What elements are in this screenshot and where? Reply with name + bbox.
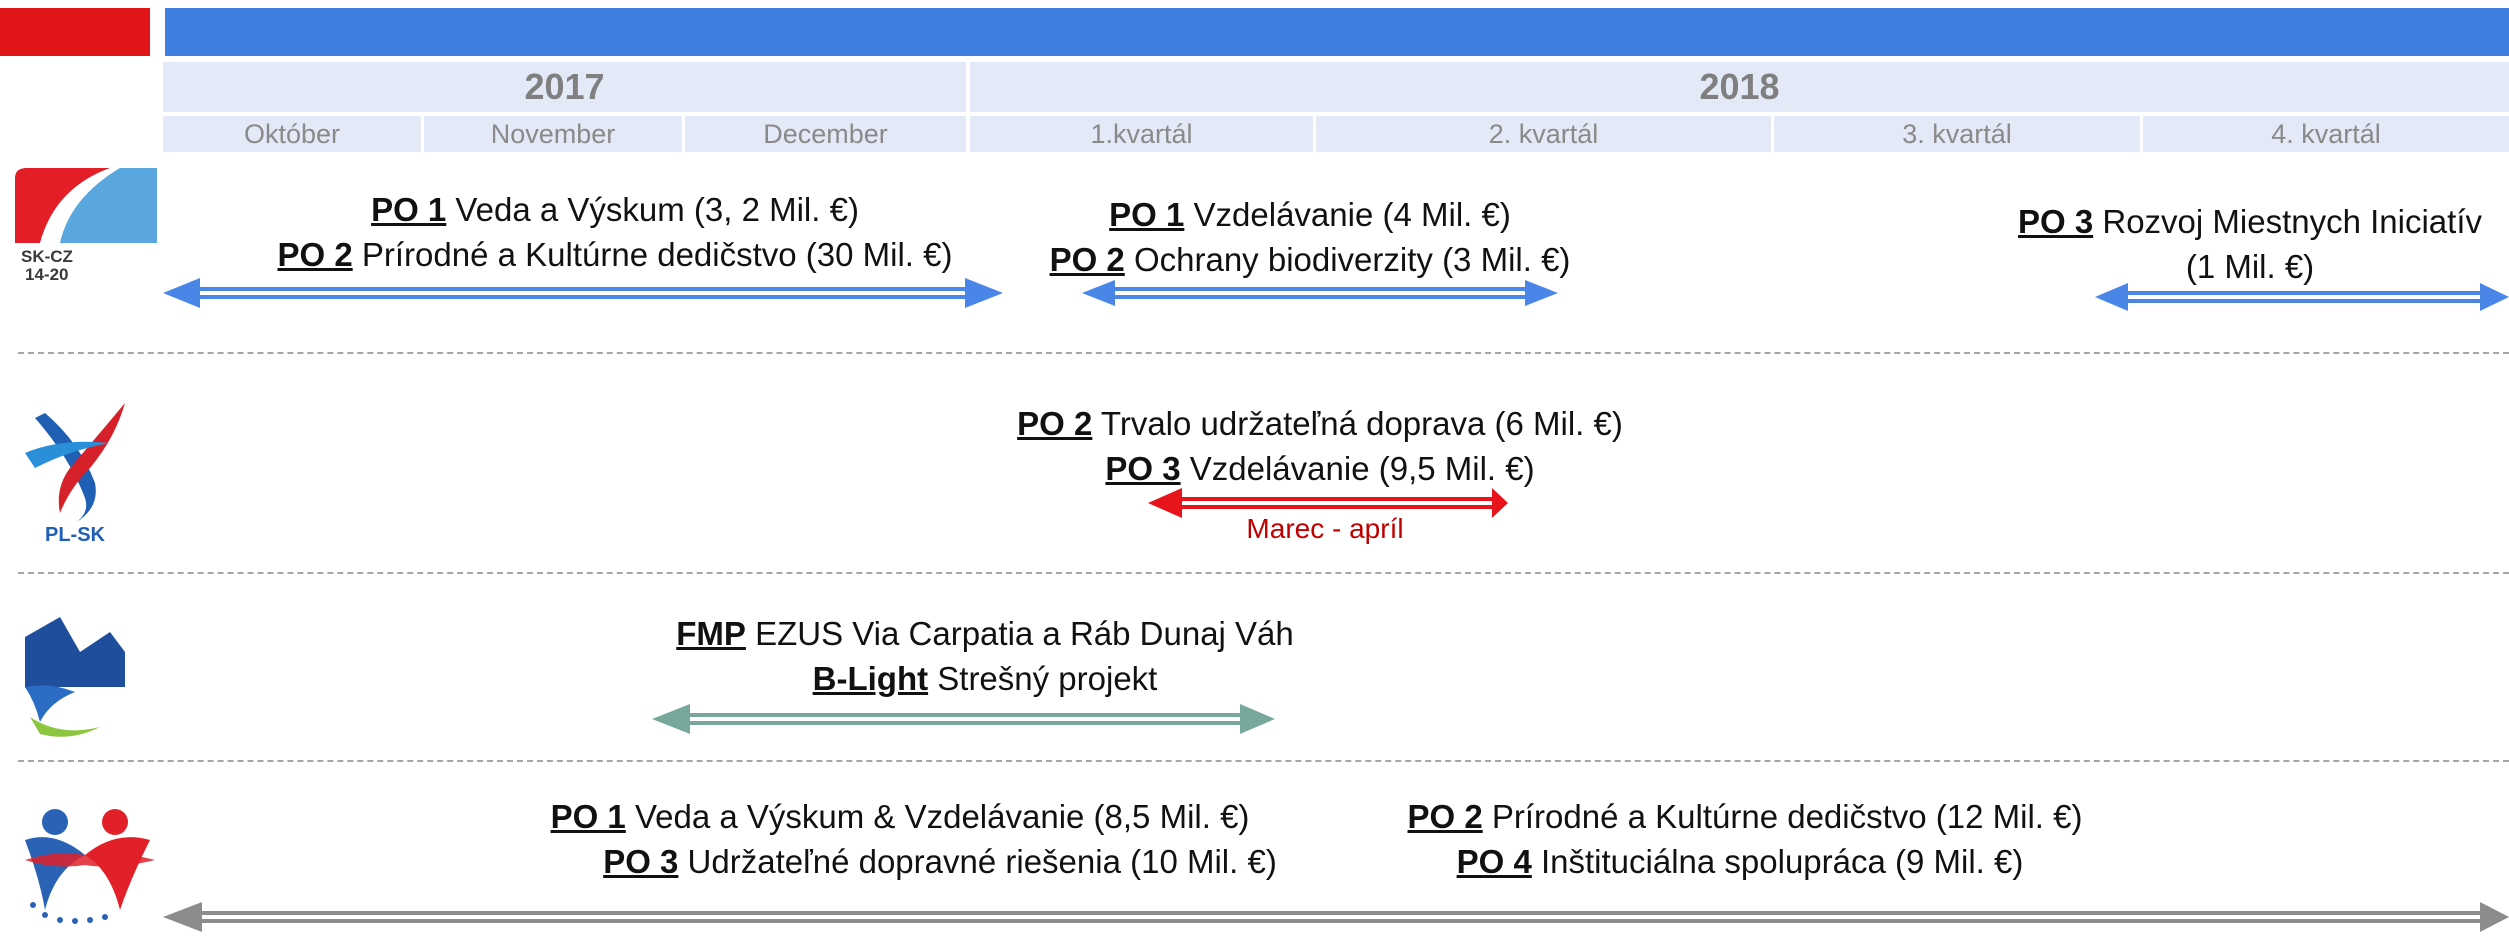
arrow-fmp [652,704,1275,734]
period-november: November [424,116,682,152]
row4-po1-label: PO 1 Veda a Výskum & Vzdelávanie (8,5 Mi… [550,798,1250,835]
period-q1: 1.kvartál [970,116,1313,152]
program-logo-3 [25,617,125,737]
sk-cz-po1-label: PO 1 Veda a Výskum (3, 2 Mil. €) [371,191,859,228]
svg-text:PL-SK: PL-SK [45,524,106,546]
pl-sk-period-note: Marec - apríl [1246,513,1404,544]
pl-sk-logo: PL-SK [25,403,125,546]
sk-cz-po3-amount-label: (1 Mil. €) [2185,248,2315,285]
svg-text:SK-CZ: SK-CZ [21,247,73,266]
period-q3: 3. kvartál [1774,116,2140,152]
sk-cz-po2-biodiverzita-label: PO 2 Ochrany biodiverzity (3 Mil. €) [1049,241,1571,278]
row-divider [18,572,2509,574]
pl-sk-po2-label: PO 2 Trvalo udržateľná doprava (6 Mil. €… [1017,405,1623,442]
arrow-pl-sk [1148,488,1508,518]
arrow-sk-cz-1 [163,278,1003,308]
row4-po4-label: PO 4 Inštituciálna spolupráca (9 Mil. €) [1456,843,2024,880]
b-light-label: B-Light Strešný projekt [812,660,1158,697]
fmp-label: FMP EZUS Via Carpatia a Ráb Dunaj Váh [676,615,1294,652]
header-blue-band [165,8,2509,56]
row4-po3-label: PO 3 Udržateľné dopravné riešenia (10 Mi… [603,843,1277,880]
year-2018: 2018 [970,62,2509,112]
row-divider [18,760,2509,762]
header-red-block [0,8,150,56]
row-divider [18,352,2509,354]
year-2017: 2017 [163,62,966,112]
pl-sk-po3-label: PO 3 Vzdelávanie (9,5 Mil. €) [1105,450,1535,487]
row4-po2-label: PO 2 Prírodné a Kultúrne dedičstvo (12 M… [1407,798,2083,835]
svg-text:14-20: 14-20 [25,265,68,284]
arrow-sk-cz-3 [2095,283,2509,311]
sk-cz-logo: SK-CZ 14-20 [15,168,157,284]
period-december: December [685,116,966,152]
sk-cz-po3-label: PO 3 Rozvoj Miestnych Iniciatív [2017,203,2482,240]
sk-cz-po1-vzdelavanie-label: PO 1 Vzdelávanie (4 Mil. €) [1109,196,1511,233]
arrow-sk-cz-2 [1082,280,1558,306]
arrow-row4 [163,902,2509,932]
period-october: Október [163,116,421,152]
period-q2: 2. kvartál [1316,116,1771,152]
period-q4: 4. kvartál [2143,116,2509,152]
sk-cz-po2-label: PO 2 Prírodné a Kultúrne dedičstvo (30 M… [277,236,953,273]
program-logo-4 [25,809,155,924]
